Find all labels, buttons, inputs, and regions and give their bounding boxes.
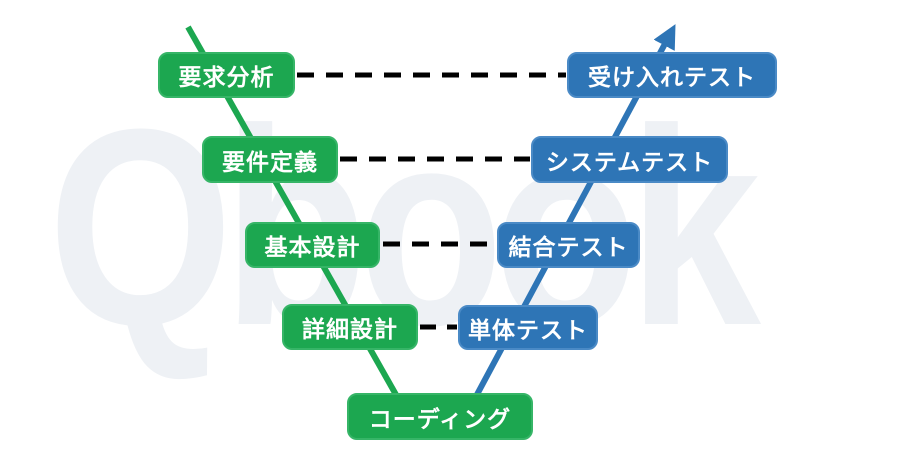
box-unit-test: 単体テスト <box>458 305 598 350</box>
box-acceptance-test: 受け入れテスト <box>567 52 777 98</box>
box-coding: コーディング <box>347 393 533 440</box>
box-detailed-design: 詳細設計 <box>282 304 418 350</box>
box-requirements-definition: 要件定義 <box>202 136 338 183</box>
box-requirements-analysis: 要求分析 <box>158 52 295 98</box>
box-basic-design: 基本設計 <box>245 222 380 268</box>
box-system-test: システムテスト <box>531 136 728 183</box>
box-integration-test: 結合テスト <box>497 222 640 268</box>
